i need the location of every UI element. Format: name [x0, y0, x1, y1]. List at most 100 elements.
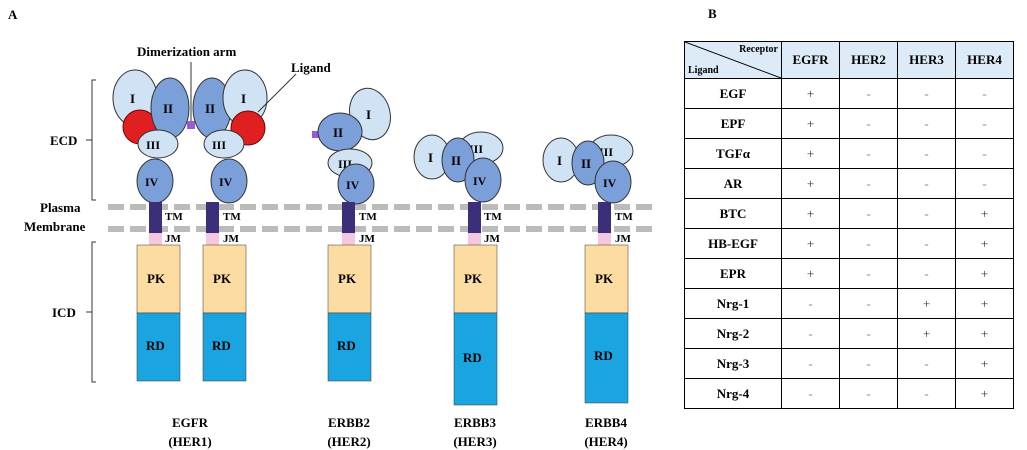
svg-text:I: I	[130, 91, 135, 106]
ligand-leader	[257, 73, 297, 113]
binding-cell: +	[897, 288, 956, 319]
ligand-receptor-table: Receptor Ligand EGFR HER2 HER3 HER4 EGF+…	[684, 41, 1014, 409]
dimerization-arm	[312, 131, 320, 138]
svg-text:TM: TM	[615, 211, 633, 223]
erbb4-receptor: I III II IV PK RD	[542, 134, 634, 404]
binding-cell: +	[781, 138, 840, 169]
svg-text:PK: PK	[464, 271, 483, 286]
svg-text:RD: RD	[212, 338, 231, 353]
plasma-label: Plasma	[40, 200, 81, 215]
binding-cell: -	[897, 138, 956, 169]
table-row: Nrg-2--++	[684, 318, 1014, 349]
erbb3-receptor: I III II IV PK RD	[413, 131, 504, 406]
svg-text:I: I	[366, 107, 371, 122]
binding-cell: -	[839, 288, 898, 319]
rd-domain	[202, 312, 247, 382]
ligand-name-cell: Nrg-4	[684, 378, 782, 409]
region-brackets	[86, 79, 96, 383]
svg-text:II: II	[333, 125, 343, 140]
binding-cell: +	[781, 198, 840, 229]
tm-segment	[206, 202, 219, 233]
binding-cell: -	[839, 258, 898, 289]
svg-text:JM: JM	[484, 233, 501, 245]
panel-a-label: A	[8, 7, 18, 22]
svg-text:JM: JM	[615, 233, 632, 245]
binding-cell: -	[839, 168, 898, 199]
egfr-monomer-right: II I III IV PK RD	[192, 69, 268, 382]
ligand-name-cell: EPF	[684, 108, 782, 139]
svg-text:IV: IV	[603, 176, 617, 190]
ligand-annotation: Ligand	[291, 60, 332, 75]
table-row: EPR+--+	[684, 258, 1014, 289]
column-header: HER2	[839, 41, 898, 79]
binding-cell: -	[955, 78, 1014, 109]
svg-text:PK: PK	[147, 271, 166, 286]
table-row: BTC+--+	[684, 198, 1014, 229]
column-header: EGFR	[781, 41, 840, 79]
binding-cell: +	[955, 348, 1014, 379]
egfr-monomer-left: I II III IV PK RD	[112, 69, 190, 382]
binding-cell: -	[781, 378, 840, 409]
ligand-name-cell: EPR	[684, 258, 782, 289]
receptor-names: EGFR (HER1) ERBB2 (HER2) ERBB3 (HER3) ER…	[168, 415, 627, 449]
tm-jm-labels: TM JM TM JM TM JM TM JM TM JM	[165, 211, 633, 245]
svg-text:TM: TM	[359, 211, 377, 223]
corner-receptor-label: Receptor	[739, 44, 778, 55]
domain-iv	[594, 160, 632, 204]
svg-text:JM: JM	[223, 233, 240, 245]
svg-text:I: I	[241, 91, 246, 106]
jm-segment	[342, 233, 355, 245]
corner-ligand-label: Ligand	[688, 65, 719, 76]
svg-text:PK: PK	[338, 271, 357, 286]
receptor-alias: (HER3)	[453, 434, 496, 449]
domain-iv	[464, 157, 502, 203]
column-header: HER3	[897, 41, 956, 79]
ecd-label: ECD	[50, 133, 77, 148]
panel-b-label: B	[708, 6, 717, 21]
binding-cell: +	[955, 228, 1014, 259]
table-row: Nrg-4---+	[684, 378, 1014, 409]
binding-cell: +	[955, 288, 1014, 319]
binding-cell: -	[955, 168, 1014, 199]
svg-text:IV: IV	[145, 175, 159, 189]
binding-cell: +	[781, 78, 840, 109]
rd-domain	[136, 312, 181, 382]
binding-cell: +	[955, 318, 1014, 349]
ligand-name-cell: EGF	[684, 78, 782, 109]
erbb2-receptor: I II III IV PK RD	[312, 87, 391, 382]
receptor-name: ERBB2	[328, 415, 370, 430]
svg-text:TM: TM	[484, 211, 502, 223]
column-header: HER4	[955, 41, 1014, 79]
binding-cell: -	[897, 228, 956, 259]
svg-text:PK: PK	[213, 271, 232, 286]
receptor-diagram: A ECD Plasma Membrane ICD I II III IV PK…	[8, 7, 652, 449]
binding-cell: -	[839, 198, 898, 229]
domain-iv	[337, 163, 375, 205]
binding-cell: -	[897, 348, 956, 379]
svg-text:JM: JM	[359, 233, 376, 245]
binding-cell: -	[839, 138, 898, 169]
binding-cell: +	[781, 228, 840, 259]
receptor-alias: (HER4)	[584, 434, 627, 449]
icd-label: ICD	[52, 305, 76, 320]
binding-cell: -	[781, 318, 840, 349]
binding-cell: +	[955, 378, 1014, 409]
table-row: AR+---	[684, 168, 1014, 199]
svg-text:II: II	[163, 101, 173, 116]
ligand-name-cell: Nrg-1	[684, 288, 782, 319]
pk-domain	[136, 244, 181, 314]
binding-cell: -	[897, 78, 956, 109]
binding-cell: -	[897, 108, 956, 139]
rd-domain	[584, 312, 629, 404]
binding-cell: -	[839, 78, 898, 109]
svg-text:IV: IV	[473, 174, 487, 188]
binding-cell: -	[839, 318, 898, 349]
binding-cell: -	[839, 228, 898, 259]
table-row: Nrg-3---+	[684, 348, 1014, 379]
tm-segment	[149, 202, 162, 233]
receptor-name: ERBB3	[454, 415, 496, 430]
dimerization-arm-label: Dimerization arm	[137, 44, 236, 59]
ligand-name-cell: BTC	[684, 198, 782, 229]
binding-cell: -	[781, 348, 840, 379]
binding-cell: -	[955, 138, 1014, 169]
